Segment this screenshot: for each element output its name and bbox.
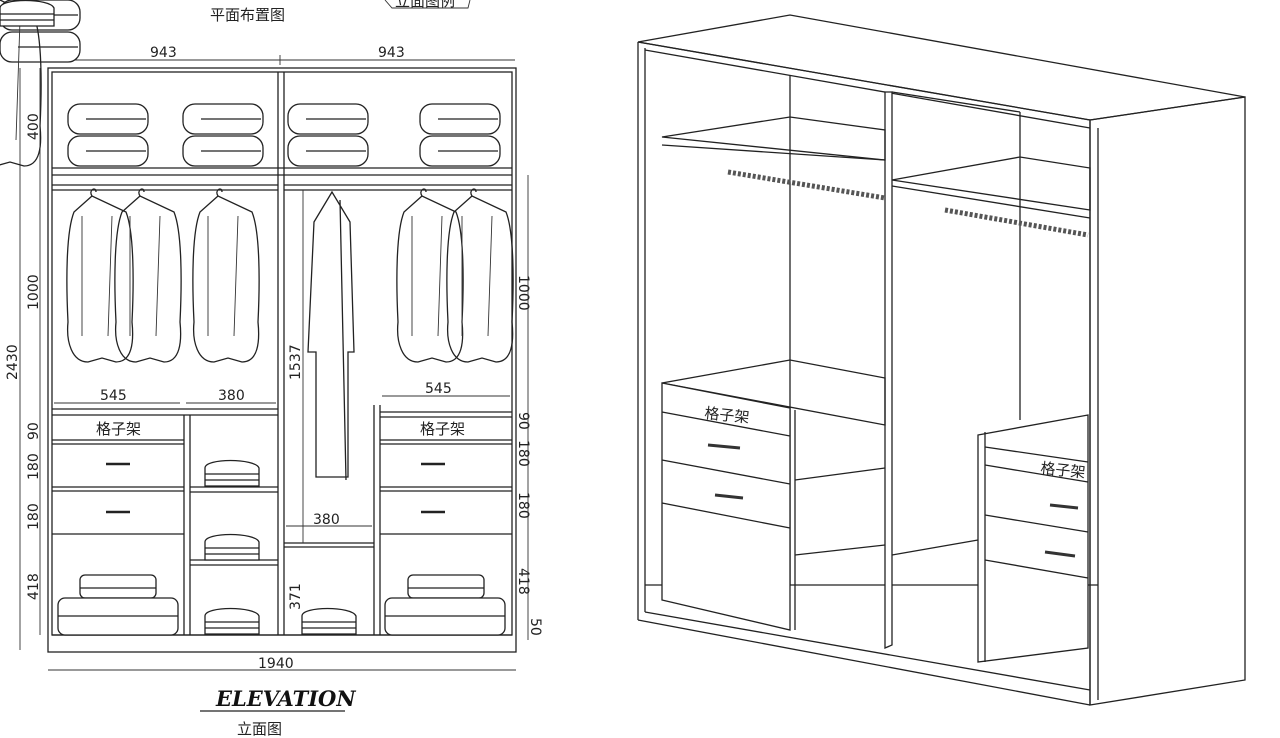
drawer-handles: [106, 462, 445, 514]
svg-text:380: 380: [313, 512, 340, 528]
svg-text:立面图例: 立面图例: [395, 0, 455, 10]
svg-text:1000: 1000: [26, 274, 42, 310]
svg-text:180: 180: [26, 453, 42, 480]
svg-text:943: 943: [150, 45, 177, 61]
svg-text:545: 545: [100, 388, 127, 404]
svg-text:371: 371: [288, 583, 304, 610]
hanging-clothes: [0, 0, 514, 481]
left-height-dimensions: 2430 400 1000 90 180 180 418: [5, 68, 42, 650]
svg-text:418: 418: [26, 573, 42, 600]
cut-label: 立面图例: [384, 0, 471, 10]
svg-text:418: 418: [515, 568, 531, 595]
svg-text:90: 90: [515, 412, 531, 430]
svg-text:380: 380: [218, 388, 245, 404]
elevation-frame: [47, 67, 517, 653]
wardrobe-perspective: [637, 14, 1246, 706]
inner-dimensions: 545 380 545 380 1537 371: [54, 190, 510, 610]
drawer-label-left: 格子架: [96, 420, 141, 438]
elevation-subtitle: 立面图: [237, 720, 282, 738]
svg-text:50: 50: [527, 618, 543, 636]
svg-text:90: 90: [26, 422, 42, 440]
drawer-label-right: 格子架: [420, 420, 465, 438]
svg-text:545: 545: [425, 381, 452, 397]
svg-text:943: 943: [378, 45, 405, 61]
right-height-dimensions: 1000 90 180 180 418 50: [515, 175, 543, 640]
svg-text:180: 180: [26, 503, 42, 530]
perspective-label-right: 格子架: [1040, 459, 1087, 482]
perspective-label-left: 格子架: [704, 404, 751, 427]
svg-text:1537: 1537: [288, 344, 304, 380]
top-width-dimension: 943 943: [50, 45, 515, 65]
folded-blankets: [0, 0, 501, 167]
svg-text:400: 400: [26, 113, 42, 140]
folded-shirts: [0, 0, 357, 635]
svg-text:1000: 1000: [515, 275, 531, 311]
svg-text:2430: 2430: [5, 344, 21, 380]
suitcases: [57, 574, 506, 636]
svg-text:180: 180: [515, 492, 531, 519]
total-width-dimension: 1940: [48, 656, 516, 672]
plan-title: 平面布置图: [210, 6, 285, 24]
elevation-title: ELEVATION: [215, 686, 356, 711]
svg-text:1940: 1940: [258, 656, 294, 672]
svg-text:180: 180: [515, 440, 531, 467]
